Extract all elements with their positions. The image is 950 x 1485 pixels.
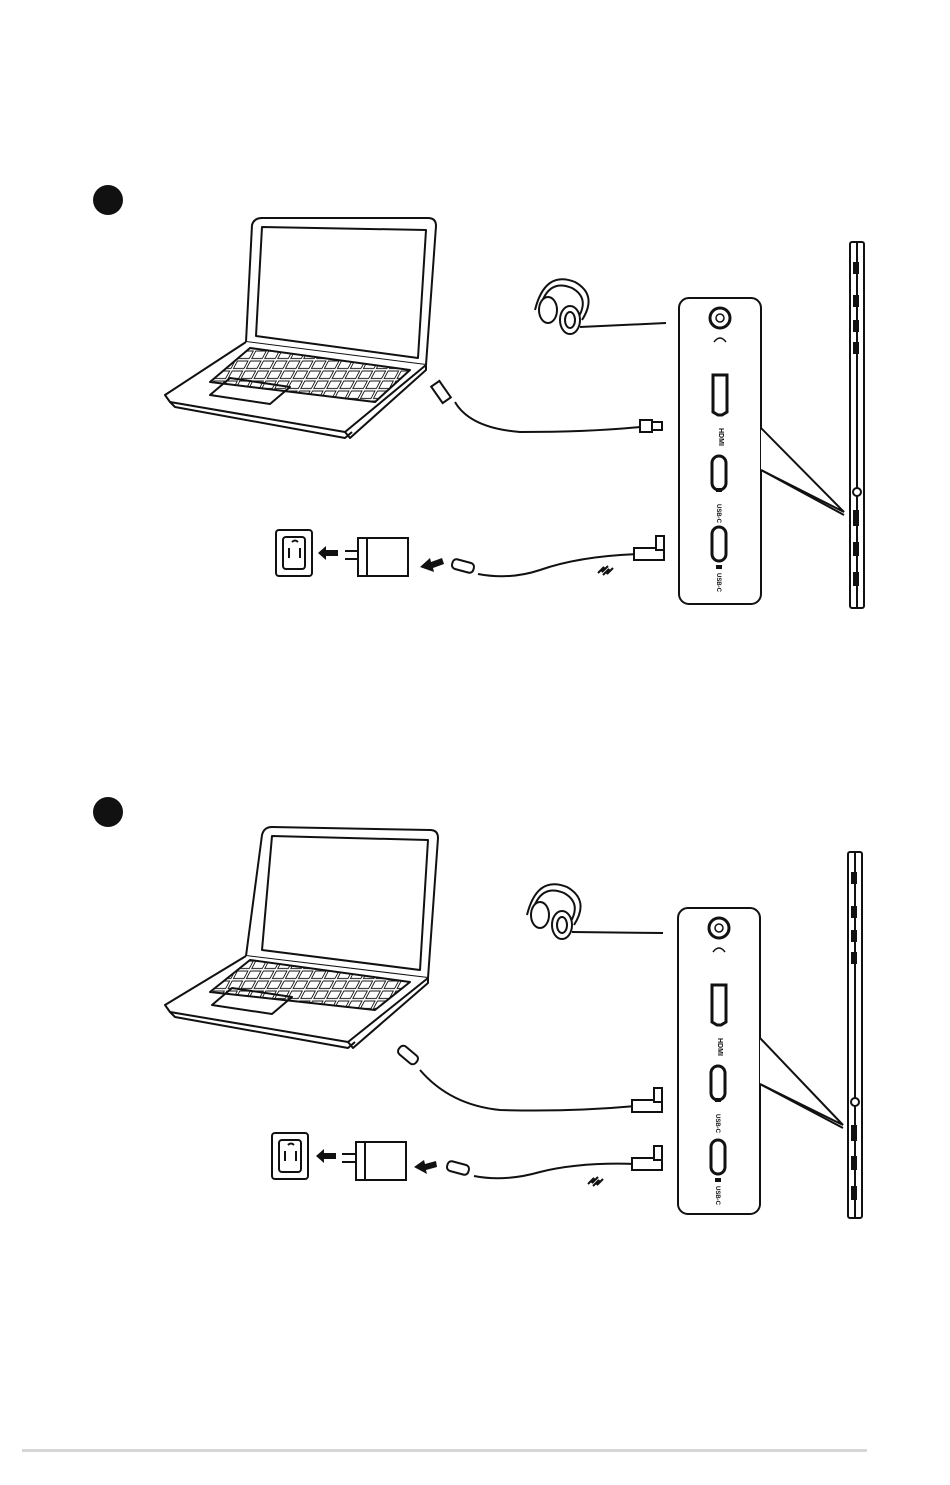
headphones-icon (535, 279, 589, 334)
usb-c-port-1-label: USB-C (715, 504, 721, 524)
usb-c-video-cable (396, 1044, 662, 1112)
usb-c-port-1-label: USB-C (714, 1114, 720, 1134)
arrow-icon (420, 558, 444, 572)
step-1-marker (93, 185, 123, 215)
monitor-side-view (848, 852, 862, 1218)
hdmi-port-label: HDMI (717, 428, 724, 446)
arrow-icon (316, 1149, 336, 1163)
monitor-side-view (850, 242, 864, 608)
step-2-diagram: HDMI USB-C USB-C (0, 780, 950, 1340)
wall-outlet-icon (272, 1133, 308, 1179)
laptop-icon (165, 218, 436, 438)
headphone-cable (580, 323, 666, 327)
laptop-icon (165, 827, 438, 1048)
headphone-cable (572, 932, 663, 933)
power-adapter-icon (342, 1142, 406, 1180)
power-cable (446, 1146, 662, 1186)
step-1-diagram: HDMI USB-C USB-C (0, 170, 950, 730)
power-adapter-icon (345, 538, 408, 576)
callout-wedge (761, 428, 844, 512)
footer-divider (22, 1449, 867, 1452)
arrow-icon (414, 1160, 437, 1174)
callout-wedge (760, 1038, 843, 1125)
hdmi-port-label: HDMI (716, 1038, 723, 1056)
usb-c-port-2-label: USB-C (714, 1186, 720, 1206)
hdmi-cable (431, 381, 662, 432)
usb-c-port-2-label: USB-C (715, 573, 721, 593)
power-cable (451, 536, 664, 576)
arrow-icon (318, 546, 338, 560)
wall-outlet-icon (276, 530, 312, 576)
step-2-marker (93, 797, 123, 827)
headphones-icon (527, 884, 581, 939)
